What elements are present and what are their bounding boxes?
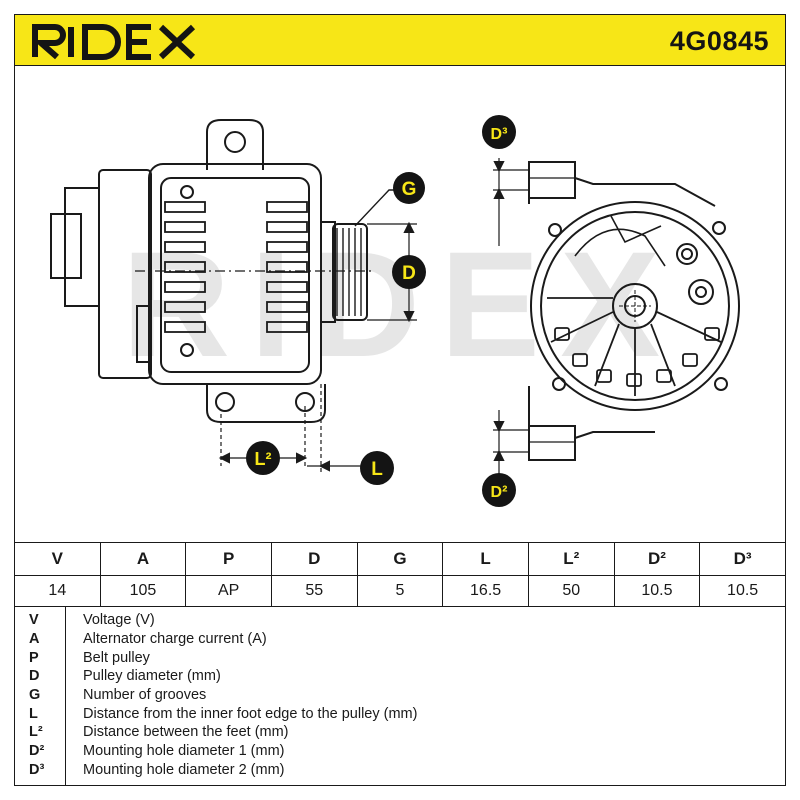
legend-item: G Number of grooves [15, 687, 785, 706]
legend-desc: Pulley diameter (mm) [83, 668, 221, 684]
spec-value-v: 14 [14, 575, 101, 607]
spec-header-l2: L² [527, 542, 615, 576]
spec-value-a: 105 [99, 575, 187, 607]
legend-desc: Alternator charge current (A) [83, 631, 267, 647]
legend-key: V [29, 612, 39, 628]
spec-value-g: 5 [356, 575, 444, 607]
legend-item: D Pulley diameter (mm) [15, 668, 785, 687]
header-bar: 4G0845 [14, 14, 786, 66]
svg-text:D: D [402, 263, 416, 284]
svg-text:D²: D² [491, 484, 508, 501]
legend-desc: Distance between the feet (mm) [83, 724, 289, 740]
ridex-logo-icon [32, 24, 196, 60]
drawing-canvas: RIDEX [50, 115, 740, 507]
svg-text:L: L [371, 459, 383, 480]
legend-key: D³ [29, 762, 45, 778]
spec-value-d3: 10.5 [699, 575, 786, 607]
legend-item: P Belt pulley [15, 650, 785, 669]
legend-item: L² Distance between the feet (mm) [15, 724, 785, 743]
badge-d2: D² [482, 473, 516, 507]
spec-value-p: AP [185, 575, 272, 607]
spec-header-l: L [442, 542, 529, 576]
svg-text:L²: L² [255, 449, 272, 469]
legend-key: P [29, 650, 39, 666]
spec-header-d: D [270, 542, 358, 576]
legend-item: V Voltage (V) [15, 612, 785, 631]
spec-header-v: V [14, 542, 101, 576]
legend-desc: Mounting hole diameter 1 (mm) [83, 743, 285, 759]
legend-item: D² Mounting hole diameter 1 (mm) [15, 743, 785, 762]
spec-value-d: 55 [270, 575, 358, 607]
legend-key: G [29, 687, 41, 703]
legend-separator [65, 606, 66, 785]
spec-header-a: A [99, 542, 187, 576]
alternator-rear-view-drawing [493, 158, 740, 476]
legend-key: D² [29, 743, 45, 759]
spec-value-l2: 50 [527, 575, 615, 607]
spec-header-d3: D³ [699, 542, 786, 576]
spec-value-l: 16.5 [442, 575, 529, 607]
spec-table: V A P D G L L² D² D³ 14 105 AP 55 5 16.5… [14, 542, 786, 607]
spec-header-row: V A P D G L L² D² D³ [14, 542, 786, 576]
legend-item: L Distance from the inner foot edge to t… [15, 706, 785, 725]
badge-l: L [360, 451, 394, 485]
badge-g: G [393, 172, 425, 204]
badge-d3: D³ [482, 115, 516, 149]
legend-key: A [29, 631, 40, 647]
legend-desc: Mounting hole diameter 2 (mm) [83, 762, 285, 778]
spec-value-d2: 10.5 [613, 575, 701, 607]
legend-key: D [29, 668, 40, 684]
part-number: 4G0845 [669, 26, 769, 56]
legend-item: A Alternator charge current (A) [15, 631, 785, 650]
svg-text:D³: D³ [491, 126, 508, 143]
spec-header-p: P [185, 542, 272, 576]
svg-text:G: G [402, 179, 417, 200]
legend-box: V Voltage (V) A Alternator charge curren… [14, 606, 786, 786]
legend-item: D³ Mounting hole diameter 2 (mm) [15, 762, 785, 781]
legend-desc: Distance from the inner foot edge to the… [83, 706, 418, 722]
watermark-text: RIDEX [122, 220, 680, 388]
legend-desc: Belt pulley [83, 650, 150, 666]
legend-key: L² [29, 724, 43, 740]
legend-desc: Number of grooves [83, 687, 207, 703]
technical-drawing-area: RIDEX [14, 66, 786, 542]
legend-desc: Voltage (V) [83, 612, 155, 628]
spec-header-g: G [356, 542, 444, 576]
legend-key: L [29, 706, 38, 722]
spec-header-d2: D² [613, 542, 701, 576]
badge-l2: L² [246, 441, 280, 475]
badge-d: D [392, 255, 426, 289]
spec-value-row: 14 105 AP 55 5 16.5 50 10.5 10.5 [14, 575, 786, 607]
